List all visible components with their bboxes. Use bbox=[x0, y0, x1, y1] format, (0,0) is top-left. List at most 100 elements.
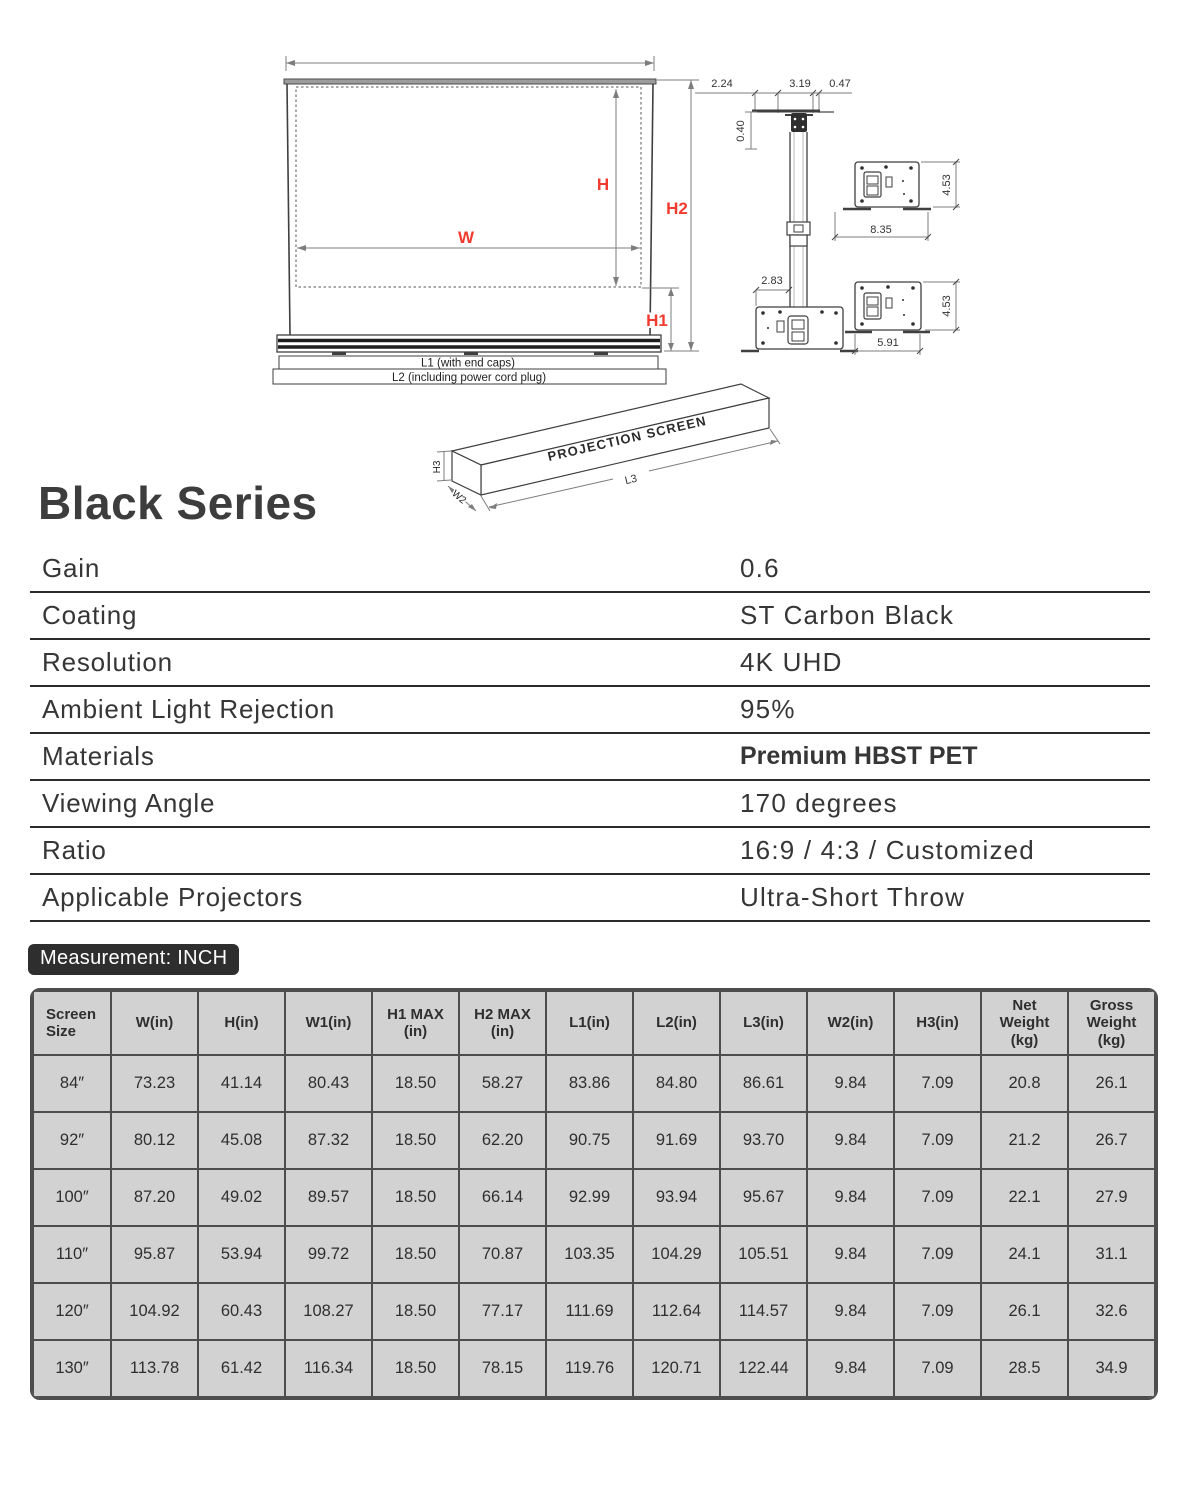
table-cell: 91.69 bbox=[632, 1111, 721, 1170]
table-cell: 9.84 bbox=[806, 1339, 895, 1398]
table-cell: 114.57 bbox=[719, 1282, 808, 1341]
table-cell: 7.09 bbox=[893, 1282, 982, 1341]
table-cell: 41.14 bbox=[197, 1054, 286, 1113]
dim-8-35: 8.35 bbox=[870, 224, 891, 236]
table-cell: 93.70 bbox=[719, 1111, 808, 1170]
table-cell: 87.20 bbox=[110, 1168, 199, 1227]
column-header: Screen Size bbox=[32, 990, 112, 1056]
table-cell: 90.75 bbox=[545, 1111, 634, 1170]
column-header: L1(in) bbox=[545, 990, 634, 1056]
table-cell: 32.6 bbox=[1067, 1282, 1156, 1341]
column-header: Net Weight (kg) bbox=[980, 990, 1069, 1056]
dim-label-h3: H3 bbox=[432, 460, 443, 473]
table-cell: 78.15 bbox=[458, 1339, 547, 1398]
table-cell: 7.09 bbox=[893, 1225, 982, 1284]
dim-5-91: 5.91 bbox=[877, 337, 898, 349]
column-header: H1 MAX (in) bbox=[371, 990, 460, 1056]
table-cell: 26.1 bbox=[1067, 1054, 1156, 1113]
dim-2-83: 2.83 bbox=[761, 275, 782, 287]
column-header: L3(in) bbox=[719, 990, 808, 1056]
table-cell: 77.17 bbox=[458, 1282, 547, 1341]
table-cell: 95.67 bbox=[719, 1168, 808, 1227]
table-cell: 113.78 bbox=[110, 1339, 199, 1398]
table-cell: 7.09 bbox=[893, 1339, 982, 1398]
table-cell: 105.51 bbox=[719, 1225, 808, 1284]
spec-value: 95% bbox=[740, 694, 796, 724]
table-cell: 9.84 bbox=[806, 1282, 895, 1341]
table-cell: 86.61 bbox=[719, 1054, 808, 1113]
table-cell: 112.64 bbox=[632, 1282, 721, 1341]
spec-label: Coating bbox=[42, 600, 138, 630]
table-cell: 9.84 bbox=[806, 1225, 895, 1284]
spec-label: Resolution bbox=[42, 647, 173, 677]
table-cell: 49.02 bbox=[197, 1168, 286, 1227]
column-header: L2(in) bbox=[632, 990, 721, 1056]
dim-4-53-a: 4.53 bbox=[941, 174, 953, 195]
table-cell: 95.87 bbox=[110, 1225, 199, 1284]
table-cell: 18.50 bbox=[371, 1111, 460, 1170]
spec-label: Applicable Projectors bbox=[42, 882, 304, 912]
dim-label-l3: L3 bbox=[624, 473, 639, 487]
dim-2-24: 2.24 bbox=[711, 78, 732, 90]
table-cell: 9.84 bbox=[806, 1168, 895, 1227]
table-cell: 26.1 bbox=[980, 1282, 1069, 1341]
column-header: W(in) bbox=[110, 990, 199, 1056]
dim-0-47: 0.47 bbox=[829, 78, 850, 90]
table-cell: 20.8 bbox=[980, 1054, 1069, 1113]
spec-value: Ultra-Short Throw bbox=[740, 882, 966, 912]
dim-0-40: 0.40 bbox=[735, 120, 747, 141]
spec-value: 0.6 bbox=[740, 553, 780, 583]
table-cell: 60.43 bbox=[197, 1282, 286, 1341]
dim-4-53-b: 4.53 bbox=[941, 295, 953, 316]
table-cell: 122.44 bbox=[719, 1339, 808, 1398]
screen-size-cell: 130″ bbox=[32, 1339, 112, 1398]
table-cell: 9.84 bbox=[806, 1054, 895, 1113]
table-cell: 7.09 bbox=[893, 1054, 982, 1113]
table-cell: 26.7 bbox=[1067, 1111, 1156, 1170]
screen-size-cell: 92″ bbox=[32, 1111, 112, 1170]
table-cell: 73.23 bbox=[110, 1054, 199, 1113]
table-cell: 53.94 bbox=[197, 1225, 286, 1284]
dim-label-l1: L1 (with end caps) bbox=[421, 358, 515, 370]
dim-label-l2: L2 (including power cord plug) bbox=[392, 372, 546, 384]
column-header: H3(in) bbox=[893, 990, 982, 1056]
dim-label-h2: H2 bbox=[666, 199, 688, 218]
table-cell: 22.1 bbox=[980, 1168, 1069, 1227]
table-cell: 70.87 bbox=[458, 1225, 547, 1284]
side-view-diagram: 2.24 3.19 0.47 0.40 bbox=[695, 78, 960, 355]
table-cell: 80.43 bbox=[284, 1054, 373, 1113]
column-header: W2(in) bbox=[806, 990, 895, 1056]
spec-label: Ambient Light Rejection bbox=[42, 694, 335, 724]
spec-row: Coating ST Carbon Black bbox=[30, 593, 1150, 640]
spec-label: Materials bbox=[42, 741, 155, 771]
table-cell: 92.99 bbox=[545, 1168, 634, 1227]
spec-value: Premium HBST PET bbox=[740, 742, 978, 770]
table-cell: 18.50 bbox=[371, 1282, 460, 1341]
table-cell: 27.9 bbox=[1067, 1168, 1156, 1227]
measurement-unit-badge: Measurement: INCH bbox=[28, 944, 240, 975]
table-cell: 18.50 bbox=[371, 1225, 460, 1284]
table-cell: 108.27 bbox=[284, 1282, 373, 1341]
table-cell: 24.1 bbox=[980, 1225, 1069, 1284]
table-cell: 120.71 bbox=[632, 1339, 721, 1398]
spec-value: ST Carbon Black bbox=[740, 600, 955, 630]
table-cell: 111.69 bbox=[545, 1282, 634, 1341]
page-title: Black Series bbox=[38, 477, 318, 529]
table-cell: 119.76 bbox=[545, 1339, 634, 1398]
spec-label: Gain bbox=[42, 553, 101, 583]
dim-label-h1: H1 bbox=[646, 311, 668, 330]
front-view-diagram: W H H1 H2 bbox=[272, 56, 699, 385]
dim-label-w: W bbox=[458, 228, 475, 247]
spec-label: Viewing Angle bbox=[42, 788, 216, 818]
screen-size-cell: 120″ bbox=[32, 1282, 112, 1341]
spec-label: Ratio bbox=[42, 835, 107, 865]
